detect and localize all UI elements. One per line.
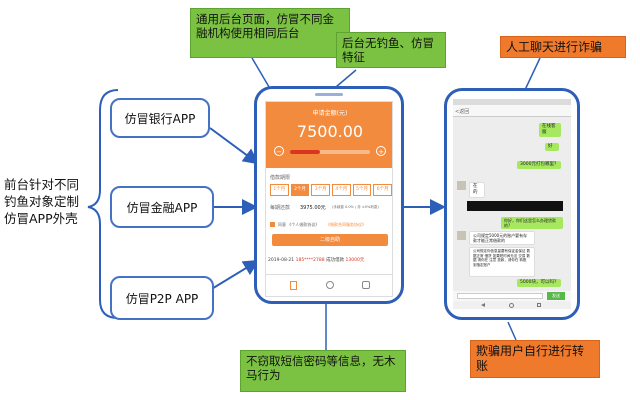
note-self-transfer: 欺骗用户自行进行转账 bbox=[470, 340, 600, 378]
minus-button[interactable]: − bbox=[274, 146, 284, 156]
chat-msg-2: 好 bbox=[545, 143, 559, 151]
chat-msg-8: 5000块，可以吗? bbox=[517, 279, 561, 287]
chat-input-bar: 发送 bbox=[453, 291, 571, 301]
agree-text: 同意 《个人借款协议》 bbox=[278, 222, 320, 227]
period-option-3[interactable]: 3个月 bbox=[311, 184, 331, 196]
chat-status-bar bbox=[453, 99, 571, 105]
left-label-line-1: 前台针对不同 bbox=[4, 177, 80, 192]
loan-bottom-nav bbox=[266, 274, 392, 296]
nav-search-icon[interactable] bbox=[326, 281, 334, 289]
period-option-1[interactable]: 1个月 bbox=[270, 184, 289, 196]
record-row: 2019-08-21 185****2788 成功借款 13000元 bbox=[268, 257, 364, 263]
avatar-left-1 bbox=[457, 181, 466, 190]
note-manual-chat-text: 人工聊天进行诈骗 bbox=[506, 40, 603, 54]
amount-slider-fill bbox=[290, 150, 320, 154]
plus-button[interactable]: + bbox=[376, 146, 386, 156]
period-option-4[interactable]: 4个月 bbox=[332, 184, 351, 196]
app-box-bank-label: 仿冒银行APP bbox=[124, 111, 196, 126]
period-label: 借款期限 bbox=[270, 175, 291, 181]
amount-slider-track[interactable] bbox=[290, 150, 370, 154]
apply-button-label: 二级自助 bbox=[319, 237, 340, 243]
note-backend-features-text: 后台无钓鱼、仿冒特征 bbox=[342, 36, 434, 64]
agree-checkbox[interactable] bbox=[270, 222, 275, 227]
note-manual-chat: 人工聊天进行诈骗 bbox=[500, 36, 626, 58]
loan-amount: 7500.00 bbox=[296, 122, 364, 141]
record-amount: 13000元 bbox=[345, 258, 365, 263]
agree-link[interactable]: 《借款合同服务协议》 bbox=[326, 222, 366, 227]
chat-msg-4: 在的 bbox=[469, 182, 485, 198]
repay-detail: (手续费 0.0% / 月 ×0%利息) bbox=[332, 205, 379, 209]
pointer-manual-chat bbox=[523, 57, 541, 93]
home-nav-icon[interactable] bbox=[509, 302, 514, 308]
recents-nav-icon[interactable] bbox=[537, 303, 541, 307]
left-label-line-2: 钓鱼对象定制 bbox=[4, 194, 80, 209]
app-box-p2p-label: 仿冒P2P APP bbox=[125, 291, 199, 306]
note-common-backend-text: 通用后台页面，仿冒不同金融机构使用相同后台 bbox=[196, 12, 334, 40]
arrow-p2p-to-phone bbox=[209, 259, 260, 291]
chat-msg-3: 3000元打包哪里? bbox=[517, 161, 561, 169]
android-nav-bar bbox=[453, 301, 571, 309]
record-date: 2019-08-21 bbox=[268, 258, 295, 263]
chat-msg-5: 你好，你们这里怎么办理贷款的? bbox=[501, 217, 563, 229]
period-options: 1个月 2个月 3个月 4个月 5个月 6个月 bbox=[270, 184, 392, 196]
nav-document-icon[interactable] bbox=[290, 281, 297, 290]
chat-title-bar: <返回 bbox=[453, 105, 571, 117]
note-common-backend: 通用后台页面，仿冒不同金融机构使用相同后台 bbox=[190, 8, 350, 58]
app-box-bank: 仿冒银行APP bbox=[110, 98, 210, 138]
apply-button[interactable]: 二级自助 bbox=[272, 234, 388, 246]
chat-msg-1: 在线客服 bbox=[539, 123, 561, 137]
chat-input[interactable] bbox=[457, 293, 543, 299]
left-label: 前台针对不同 钓鱼对象定制 仿冒APP外壳 bbox=[4, 176, 104, 227]
chat-app-screen: <返回 在线客服 好 3000元打包哪里? 在的 你好，你们这里怎么办理贷款的?… bbox=[453, 99, 571, 309]
note-no-trojan-text: 不窃取短信密码等信息，无木马行为 bbox=[246, 354, 396, 382]
loan-header: 申请金额(元) 7500.00 − + bbox=[266, 102, 392, 168]
back-nav-icon[interactable] bbox=[481, 303, 485, 307]
repay-label: 每期还款 bbox=[270, 205, 291, 211]
note-no-trojan: 不窃取短信密码等信息，无木马行为 bbox=[240, 350, 406, 392]
period-option-6[interactable]: 6个月 bbox=[373, 184, 392, 196]
chat-msg-6: 公司规定5000元的账户要有存款才能正常借款的 bbox=[469, 231, 535, 245]
app-box-p2p: 仿冒P2P APP bbox=[110, 276, 214, 320]
chat-app-phone: <返回 在线客服 好 3000元打包哪里? 在的 你好，你们这里怎么办理贷款的?… bbox=[444, 88, 580, 320]
send-button-label: 发送 bbox=[552, 293, 560, 298]
chat-msg-7: 公司规定你信息量要有保证金保证 数据正常 借贷 如果短时间无法 交易 数据 请你… bbox=[469, 247, 535, 277]
loan-app-screen: 申请金额(元) 7500.00 − + 借款期限 1个月 2个月 3个月 4个月… bbox=[265, 101, 393, 297]
left-label-line-3: 仿冒APP外壳 bbox=[4, 211, 78, 226]
repay-amount: 3975.00元 bbox=[300, 205, 326, 211]
note-backend-features: 后台无钓鱼、仿冒特征 bbox=[336, 32, 446, 68]
loan-header-title: 申请金额(元) bbox=[312, 110, 348, 117]
period-option-5[interactable]: 5个月 bbox=[352, 184, 372, 196]
redacted-bar bbox=[467, 201, 563, 211]
back-button[interactable]: <返回 bbox=[455, 109, 470, 115]
app-box-finance: 仿冒金融APP bbox=[110, 186, 214, 228]
record-text: 成功借款 bbox=[326, 258, 345, 263]
pointer-self-transfer bbox=[507, 321, 517, 341]
period-option-2[interactable]: 2个月 bbox=[290, 184, 310, 196]
loan-app-phone: 申请金额(元) 7500.00 − + 借款期限 1个月 2个月 3个月 4个月… bbox=[254, 86, 404, 304]
phone-speaker bbox=[315, 93, 343, 96]
avatar-left-2 bbox=[457, 231, 466, 240]
app-box-finance-label: 仿冒金融APP bbox=[126, 200, 198, 215]
nav-thumbs-up-icon[interactable] bbox=[362, 281, 370, 289]
send-button[interactable]: 发送 bbox=[547, 292, 565, 300]
record-phone: 185****2788 bbox=[295, 258, 325, 263]
arrow-bank-to-phone bbox=[209, 127, 260, 165]
left-brace bbox=[87, 89, 119, 319]
note-self-transfer-text: 欺骗用户自行进行转账 bbox=[476, 344, 585, 373]
